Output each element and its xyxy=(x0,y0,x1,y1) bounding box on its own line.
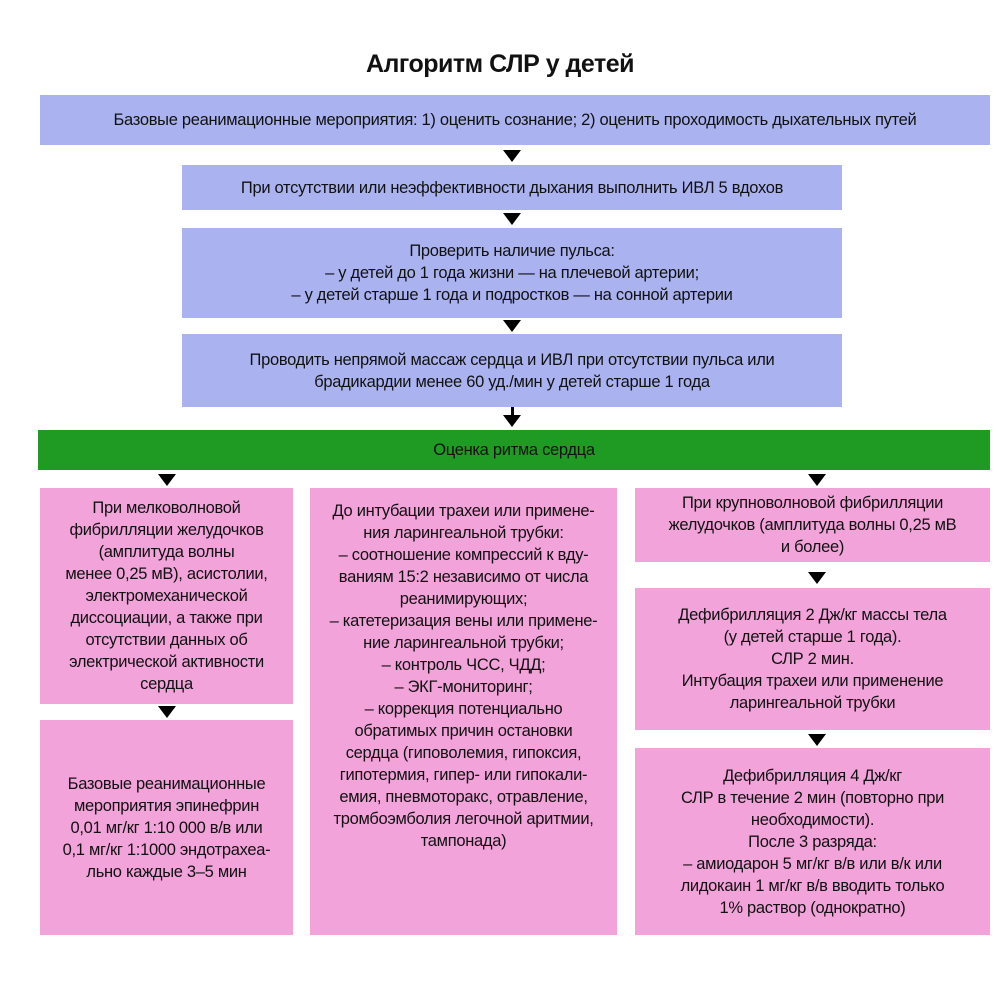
middle-intubation-box: До интубации трахеи или примене- ния лар… xyxy=(310,488,617,935)
arrow-down-icon xyxy=(503,415,521,427)
right-defibrillation-4j-box: Дефибрилляция 4 Дж/кг СЛР в течение 2 ми… xyxy=(635,748,990,935)
diagram-title: Алгоритм СЛР у детей xyxy=(365,50,635,78)
step-basic-measures: Базовые реанимационные мероприятия: 1) о… xyxy=(40,95,990,145)
left-epinephrine-box: Базовые реанимационные мероприятия эпине… xyxy=(40,720,293,935)
arrow-down-icon xyxy=(503,320,521,332)
arrow-down-icon xyxy=(503,213,521,225)
step-check-pulse: Проверить наличие пульса: – у детей до 1… xyxy=(182,228,842,318)
right-condition-box: При крупноволновой фибрилляции желудочко… xyxy=(635,488,990,562)
left-condition-box: При мелковолновой фибрилляции желудочков… xyxy=(40,488,293,704)
right-defibrillation-2j-box: Дефибрилляция 2 Дж/кг массы тела (у дете… xyxy=(635,588,990,730)
arrow-down-icon xyxy=(158,706,176,718)
step-cardiac-massage: Проводить непрямой массаж сердца и ИВЛ п… xyxy=(182,334,842,407)
step-ventilation: При отсутствии или неэффективности дыхан… xyxy=(182,165,842,210)
arrow-stem xyxy=(511,407,514,417)
arrow-down-icon xyxy=(808,474,826,486)
rhythm-assessment-bar: Оценка ритма сердца xyxy=(38,430,990,470)
arrow-down-icon xyxy=(158,474,176,486)
arrow-down-icon xyxy=(808,572,826,584)
arrow-down-icon xyxy=(808,734,826,746)
arrow-down-icon xyxy=(503,150,521,162)
